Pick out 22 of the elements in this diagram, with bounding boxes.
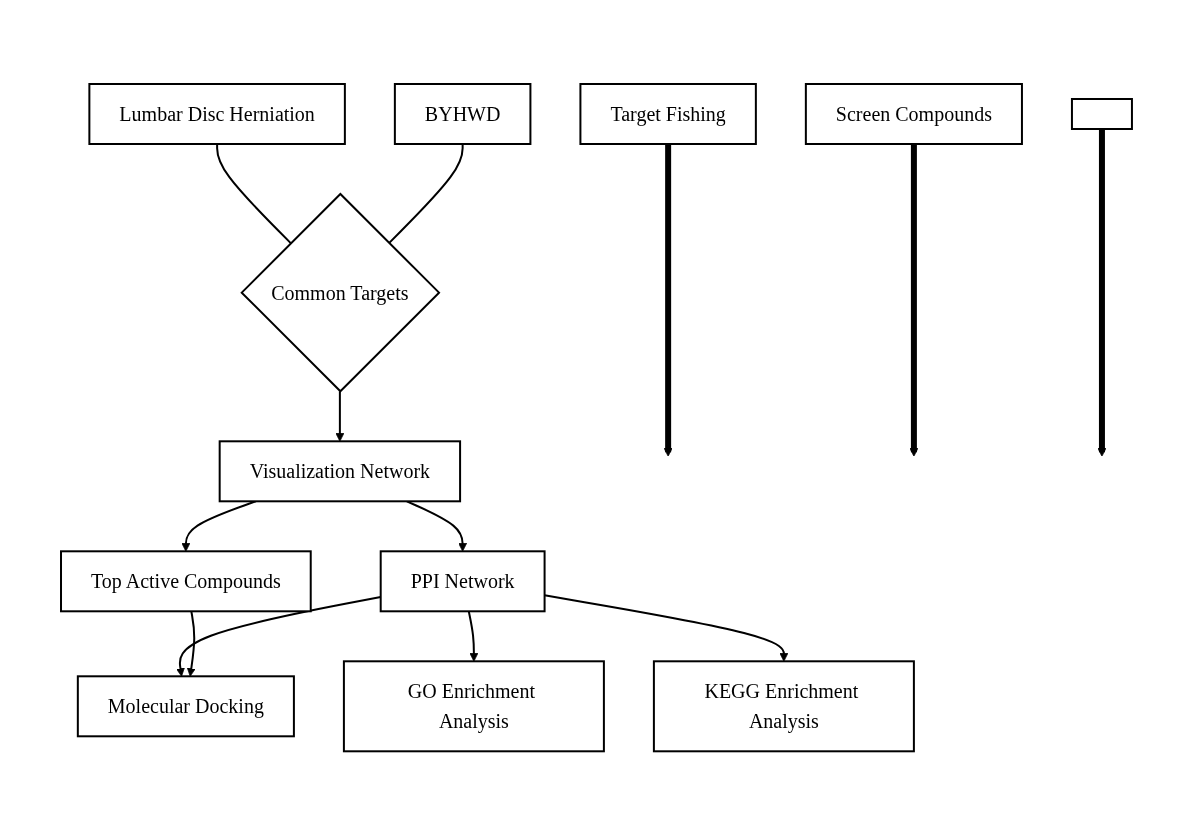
- node-box: GO Enrichment Analysis: [342, 660, 605, 753]
- node-box: KEGG Enrichment Analysis: [652, 660, 915, 753]
- node-box: Visualization Network: [218, 440, 461, 503]
- arrow: [335, 390, 344, 443]
- node-diamond: Common Targets: [239, 192, 440, 394]
- arrow: [663, 144, 673, 458]
- connector: [387, 143, 464, 245]
- node-box: Screen Compounds: [804, 83, 1023, 146]
- node-box: Top Active Compounds: [59, 550, 312, 613]
- node-box: PPI Network: [379, 550, 546, 613]
- arrow: [186, 610, 196, 678]
- node-box: Lumbar Disc Herniation: [87, 83, 346, 146]
- arrow: [405, 500, 467, 553]
- arrow: [467, 610, 478, 663]
- node-box: BYHWD: [393, 83, 531, 146]
- node-box: [1070, 98, 1133, 131]
- arrow: [181, 500, 257, 553]
- arrow: [909, 144, 918, 458]
- node-box: Molecular Docking: [76, 675, 295, 738]
- connector: [215, 143, 292, 245]
- node-box: Target Fishing: [578, 83, 757, 146]
- arrow: [1097, 129, 1106, 458]
